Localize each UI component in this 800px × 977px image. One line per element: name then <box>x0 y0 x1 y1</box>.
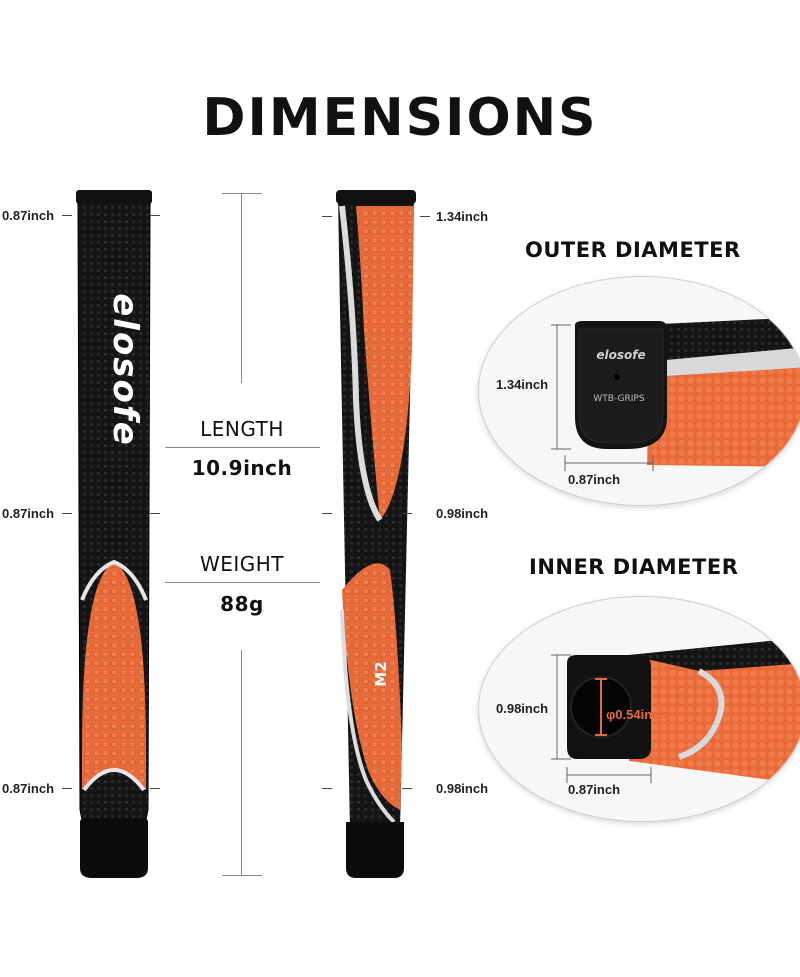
length-top-line <box>222 193 262 194</box>
inner-height-dim: 0.98inch <box>496 701 549 716</box>
weight-label: WEIGHT <box>199 552 285 576</box>
right-dim-bottom: 0.98inch <box>436 781 489 796</box>
left-grip: elosofe <box>74 190 154 880</box>
right-dim-top-tick <box>420 216 430 217</box>
right-dim-middle-tick-left <box>322 513 332 514</box>
left-dim-middle: 0.87inch <box>2 506 55 521</box>
outer-width-dim: 0.87inch <box>568 472 621 487</box>
right-dim-bottom-tick-left <box>322 788 332 789</box>
length-value: 10.9inch <box>191 456 293 480</box>
right-dim-top-tick-left <box>322 216 332 217</box>
right-dim-bottom-tick <box>402 788 412 789</box>
length-divider <box>165 447 320 448</box>
outer-cap-text: WTB-GRIPS <box>593 394 644 404</box>
right-dim-middle: 0.98inch <box>436 506 489 521</box>
length-bottom-line <box>222 875 262 876</box>
left-dim-top: 0.87inch <box>2 208 55 223</box>
right-dim-top: 1.34inch <box>436 209 489 224</box>
right-grip: M2 <box>334 190 418 880</box>
inner-diameter-lens <box>478 596 800 822</box>
weight-divider <box>165 582 320 583</box>
right-grip-model: M2 <box>372 661 390 686</box>
left-dim-top-tick-right <box>150 215 160 216</box>
left-dim-middle-tick <box>62 513 72 514</box>
outer-height-dim: 1.34inch <box>496 377 549 392</box>
weight-value: 88g <box>220 592 264 616</box>
length-label: LENGTH <box>200 417 284 441</box>
left-dim-bottom: 0.87inch <box>2 781 55 796</box>
inner-hole-dim: φ0.54inch <box>606 707 668 722</box>
right-dim-middle-tick <box>402 513 412 514</box>
outer-diameter-lens: elosofe WTB-GRIPS <box>478 276 800 506</box>
left-dim-bottom-tick-right <box>150 788 160 789</box>
length-line-lower <box>241 650 242 875</box>
inner-width-dim: 0.87inch <box>568 782 621 797</box>
left-dim-top-tick <box>62 215 72 216</box>
page-title: DIMENSIONS <box>202 88 598 148</box>
outer-cap-brand: elosofe <box>596 348 645 362</box>
inner-diameter-title: INNER DIAMETER <box>529 555 739 579</box>
left-grip-brand: elosofe <box>105 293 145 447</box>
left-dim-middle-tick-right <box>150 513 160 514</box>
length-line-upper <box>241 193 242 383</box>
outer-diameter-title: OUTER DIAMETER <box>525 238 741 262</box>
left-dim-bottom-tick <box>62 788 72 789</box>
